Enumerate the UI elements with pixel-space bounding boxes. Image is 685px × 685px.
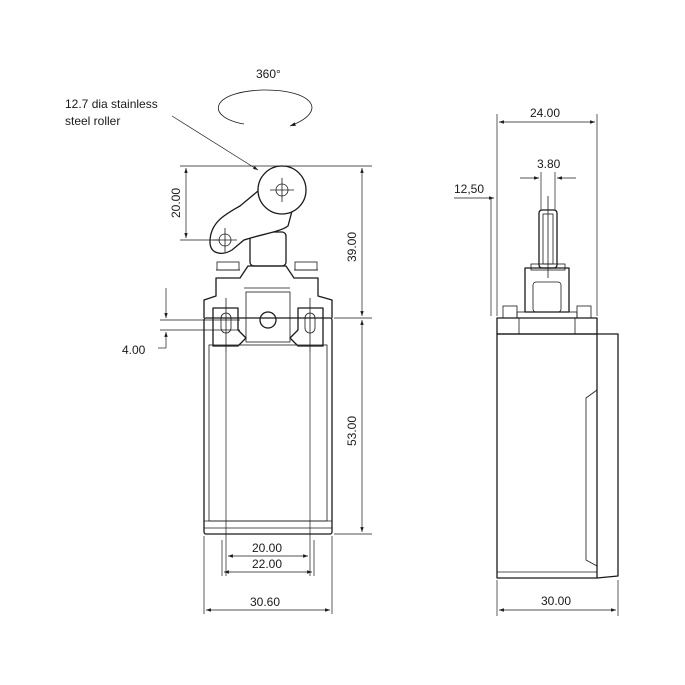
dim-arm-length: 20.00	[169, 188, 183, 218]
side-dimensions: 24.00 3.80 12,50 30.00	[454, 106, 619, 616]
front-center-hole	[259, 311, 277, 329]
rotation-label: 360°	[256, 67, 281, 81]
side-body-step	[596, 333, 619, 579]
side-head	[524, 267, 570, 313]
front-body-inner	[208, 344, 328, 522]
dim-body-width: 30.60	[250, 595, 280, 609]
dim-inner-width: 22.00	[252, 557, 282, 571]
dim-body-height: 53.00	[345, 416, 359, 446]
roller-note: 12.7 dia stainless steel roller	[65, 97, 259, 171]
dim-plunger-width: 3.80	[537, 157, 561, 171]
roller-note-line2: steel roller	[65, 114, 120, 128]
front-right-slot-hole	[304, 312, 316, 334]
side-view	[496, 196, 619, 579]
front-dimensions: 20.00 39.00 53.00 4.00 20.00 22.00 30.60	[122, 165, 372, 614]
front-view	[160, 165, 333, 535]
dim-offset: 12,50	[454, 182, 484, 196]
dim-side-depth: 30.00	[541, 594, 571, 608]
front-body-outline	[203, 317, 333, 535]
front-left-slot-hole	[220, 312, 232, 334]
front-left-mount-slot	[212, 307, 247, 347]
roller-note-line1: 12.7 dia stainless	[65, 97, 158, 111]
dim-overall-height: 39.00	[345, 232, 359, 262]
front-right-mount-slot	[289, 307, 324, 347]
dim-side-width: 24.00	[530, 106, 560, 120]
dim-hole-offset: 4.00	[122, 343, 146, 357]
side-cap	[496, 317, 598, 335]
side-body-outline	[496, 333, 598, 579]
rotation-symbol: 360°	[217, 67, 313, 127]
dim-hole-spacing: 20.00	[252, 541, 282, 555]
